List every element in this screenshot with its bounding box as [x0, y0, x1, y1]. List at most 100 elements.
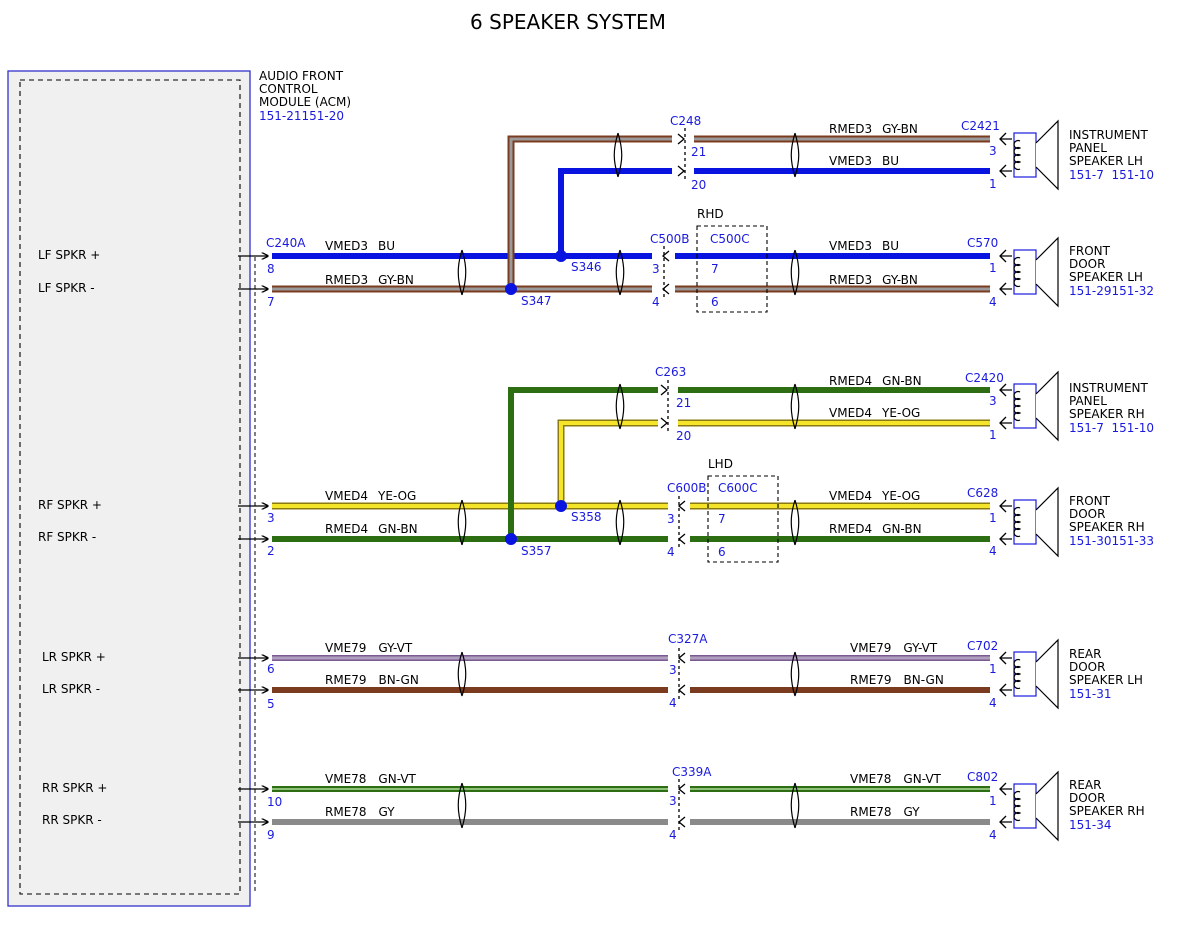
- svg-text:7: 7: [267, 295, 275, 309]
- connector-c240a: C240A: [266, 236, 306, 250]
- svg-text:4: 4: [989, 295, 997, 309]
- speaker-rd-rh-label: REAR DOOR SPEAKER RH 151-34: [1069, 778, 1145, 832]
- speaker-rd-lh-label: REAR DOOR SPEAKER LH 151-31: [1069, 647, 1143, 701]
- svg-text:4: 4: [989, 828, 997, 842]
- svg-text:7: 7: [711, 262, 719, 276]
- svg-text:SPEAKER RH: SPEAKER RH: [1069, 407, 1145, 421]
- svg-text:DOOR: DOOR: [1069, 257, 1105, 271]
- output-rr-plus: RR SPKR +: [42, 781, 107, 795]
- splice-s346: S346: [571, 260, 602, 274]
- svg-text:4: 4: [989, 696, 997, 710]
- acm-module-box: [7, 70, 251, 907]
- speaker-fd-rh-label: FRONT DOOR SPEAKER RH 151-30151-33: [1069, 494, 1154, 548]
- svg-text:20: 20: [691, 178, 706, 192]
- svg-text:3: 3: [989, 144, 997, 158]
- speaker-rd-lh-icon: [1013, 639, 1059, 709]
- svg-text:4: 4: [667, 545, 675, 559]
- speaker-fd-rh-icon: [1013, 487, 1059, 557]
- twisted-pair-markers: [457, 132, 800, 829]
- svg-text:3: 3: [669, 663, 677, 677]
- lhd-label: LHD: [708, 457, 733, 471]
- output-lr-minus: LR SPKR -: [42, 682, 100, 696]
- connector-c600c: C600C: [718, 481, 758, 495]
- svg-text:9: 9: [267, 828, 275, 842]
- diagram-title: 6 SPEAKER SYSTEM: [470, 10, 666, 34]
- speaker-ip-rh-label: INSTRUMENT PANEL SPEAKER RH 151-7 151-10: [1069, 381, 1154, 435]
- speaker-ip-lh-label: INSTRUMENT PANEL SPEAKER LH 151-7 151-10: [1069, 128, 1154, 182]
- svg-text:INSTRUMENT: INSTRUMENT: [1069, 128, 1148, 142]
- svg-text:151-31: 151-31: [1069, 687, 1112, 701]
- svg-text:1: 1: [989, 177, 997, 191]
- connector-c327a: C327A: [668, 632, 708, 646]
- output-lf-minus: LF SPKR -: [38, 281, 95, 295]
- svg-text:DOOR: DOOR: [1069, 791, 1105, 805]
- connector-c500b: C500B: [650, 232, 690, 246]
- svg-text:FRONT: FRONT: [1069, 494, 1111, 508]
- speaker-fd-lh-icon: [1013, 237, 1059, 307]
- svg-text:1: 1: [989, 428, 997, 442]
- acm-internal-boundary: [19, 79, 241, 895]
- svg-text:151-29151-32: 151-29151-32: [1069, 284, 1154, 298]
- speaker-fd-lh-label: FRONT DOOR SPEAKER LH 151-29151-32: [1069, 244, 1154, 298]
- svg-text:3: 3: [667, 512, 675, 526]
- connector-c2421: C2421: [961, 119, 1000, 133]
- connector-c702: C702: [967, 639, 998, 653]
- svg-text:3: 3: [267, 511, 275, 525]
- svg-text:8: 8: [267, 262, 275, 276]
- acm-name-line-1: AUDIO FRONT: [259, 69, 344, 83]
- svg-text:4: 4: [989, 544, 997, 558]
- output-rf-minus: RF SPKR -: [38, 530, 96, 544]
- connector-c263: C263: [655, 365, 686, 379]
- svg-text:151-7 151-10: 151-7 151-10: [1069, 168, 1154, 182]
- wire-ip-lh-minus-a: [507, 135, 672, 289]
- svg-text:SPEAKER LH: SPEAKER LH: [1069, 154, 1143, 168]
- output-lf-plus: LF SPKR +: [38, 248, 100, 262]
- svg-text:6: 6: [718, 545, 726, 559]
- svg-text:6: 6: [711, 295, 719, 309]
- svg-text:1: 1: [989, 662, 997, 676]
- acm-name-line-3: MODULE (ACM): [259, 95, 351, 109]
- output-lr-plus: LR SPKR +: [42, 650, 106, 664]
- connector-c248: C248: [670, 114, 701, 128]
- svg-text:2: 2: [267, 544, 275, 558]
- svg-text:6: 6: [267, 662, 275, 676]
- acm-name-line-2: CONTROL: [259, 82, 318, 96]
- svg-text:1: 1: [989, 794, 997, 808]
- connector-c2420: C2420: [965, 371, 1004, 385]
- svg-text:21: 21: [691, 145, 706, 159]
- connector-c339a: C339A: [672, 765, 712, 779]
- svg-text:3: 3: [652, 262, 660, 276]
- wire-ip-rh-plus-a: [557, 419, 658, 506]
- svg-text:SPEAKER LH: SPEAKER LH: [1069, 673, 1143, 687]
- connector-c570: C570: [967, 236, 998, 250]
- inline-connector-marks: [660, 128, 686, 832]
- svg-text:REAR: REAR: [1069, 647, 1101, 661]
- splice-s358-dot: [555, 500, 567, 512]
- wire-ip-lh-plus-a: [558, 168, 672, 256]
- svg-text:151-7 151-10: 151-7 151-10: [1069, 421, 1154, 435]
- splice-s357-dot: [505, 533, 517, 545]
- output-rr-minus: RR SPKR -: [42, 813, 102, 827]
- svg-text:DOOR: DOOR: [1069, 507, 1105, 521]
- svg-text:SPEAKER RH: SPEAKER RH: [1069, 520, 1145, 534]
- svg-text:3: 3: [669, 794, 677, 808]
- rhd-label: RHD: [697, 207, 724, 221]
- svg-text:DOOR: DOOR: [1069, 660, 1105, 674]
- svg-text:10: 10: [267, 795, 282, 809]
